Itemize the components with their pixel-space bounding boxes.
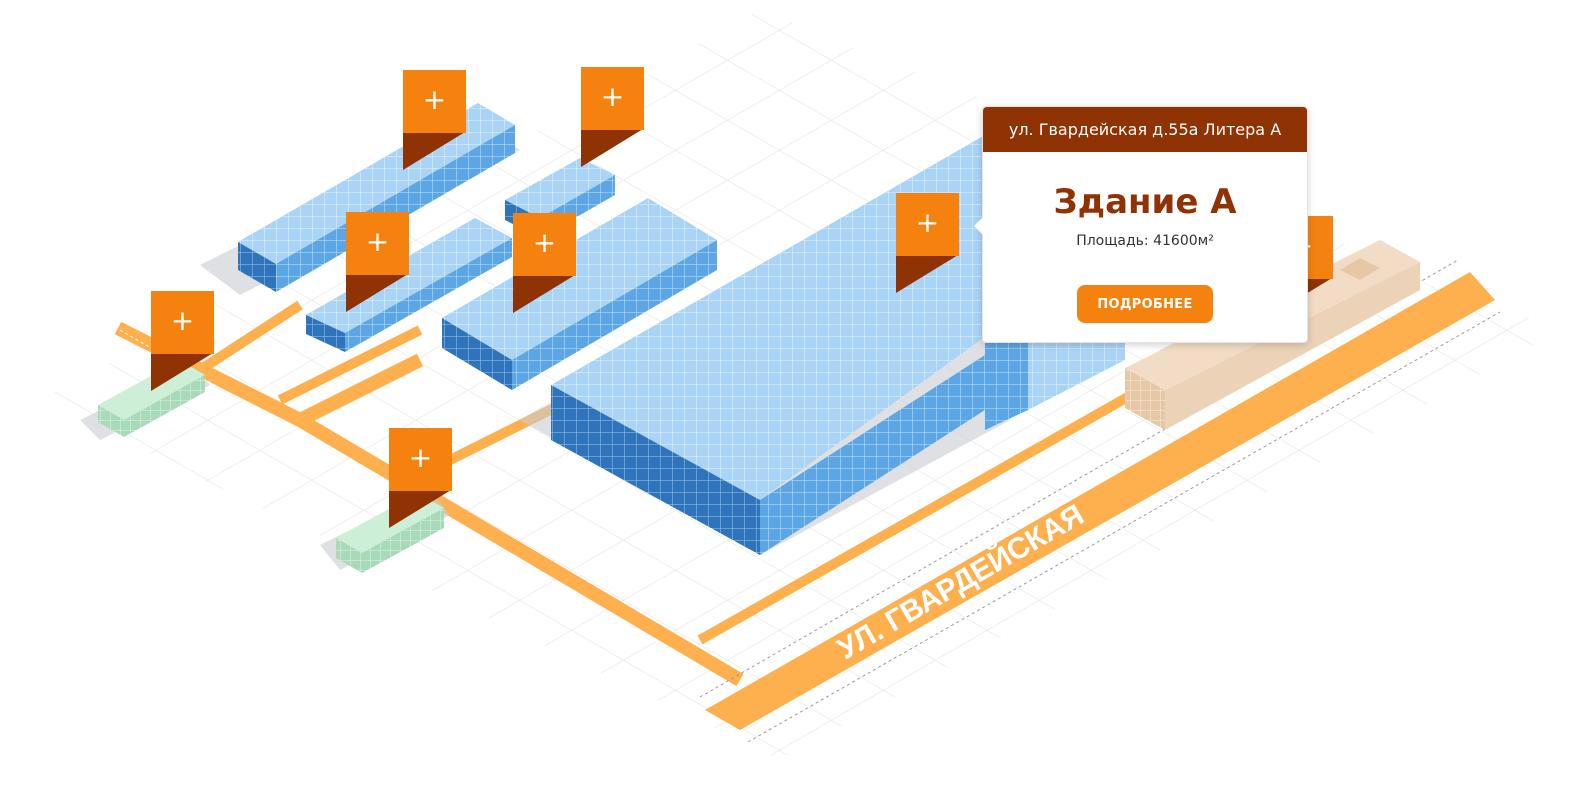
marker-box — [896, 193, 959, 256]
popup-address: ул. Гвардейская д.55а Литера А — [983, 107, 1307, 152]
marker-box — [389, 428, 452, 491]
marker-building-a[interactable]: + — [896, 193, 959, 293]
marker-tail — [403, 132, 465, 170]
plus-icon: + — [601, 80, 624, 113]
marker-tail — [513, 275, 575, 313]
plus-icon: + — [366, 225, 389, 258]
marker-middle-wing[interactable]: + — [346, 212, 409, 312]
marker-tail — [151, 353, 213, 391]
plus-icon: + — [533, 226, 556, 259]
building-info-popup: ул. Гвардейская д.55а Литера А Здание А … — [974, 106, 1308, 343]
marker-tail — [346, 274, 408, 312]
marker-box — [403, 70, 466, 133]
plus-icon: + — [916, 206, 939, 239]
plus-icon: + — [409, 441, 432, 474]
marker-box — [513, 213, 576, 276]
marker-box — [346, 212, 409, 275]
middle-block — [442, 198, 717, 390]
marker-box — [581, 67, 644, 130]
plus-icon: + — [171, 304, 194, 337]
marker-tail — [389, 490, 451, 528]
marker-tail — [581, 129, 643, 167]
marker-tail — [896, 255, 958, 293]
marker-north-annex[interactable]: + — [581, 67, 644, 167]
popup-pointer — [974, 217, 983, 235]
main-street — [699, 259, 1501, 743]
marker-north-west-wing[interactable]: + — [403, 70, 466, 170]
marker-middle-block[interactable]: + — [513, 213, 576, 313]
popup-title: Здание А — [1053, 182, 1237, 222]
marker-south-kiosk[interactable]: + — [389, 428, 452, 528]
marker-box — [151, 291, 214, 354]
marker-west-kiosk[interactable]: + — [151, 291, 214, 391]
details-button[interactable]: ПОДРОБНЕЕ — [1077, 285, 1213, 323]
plus-icon: + — [423, 83, 446, 116]
popup-area: Площадь: 41600м² — [1076, 233, 1214, 249]
